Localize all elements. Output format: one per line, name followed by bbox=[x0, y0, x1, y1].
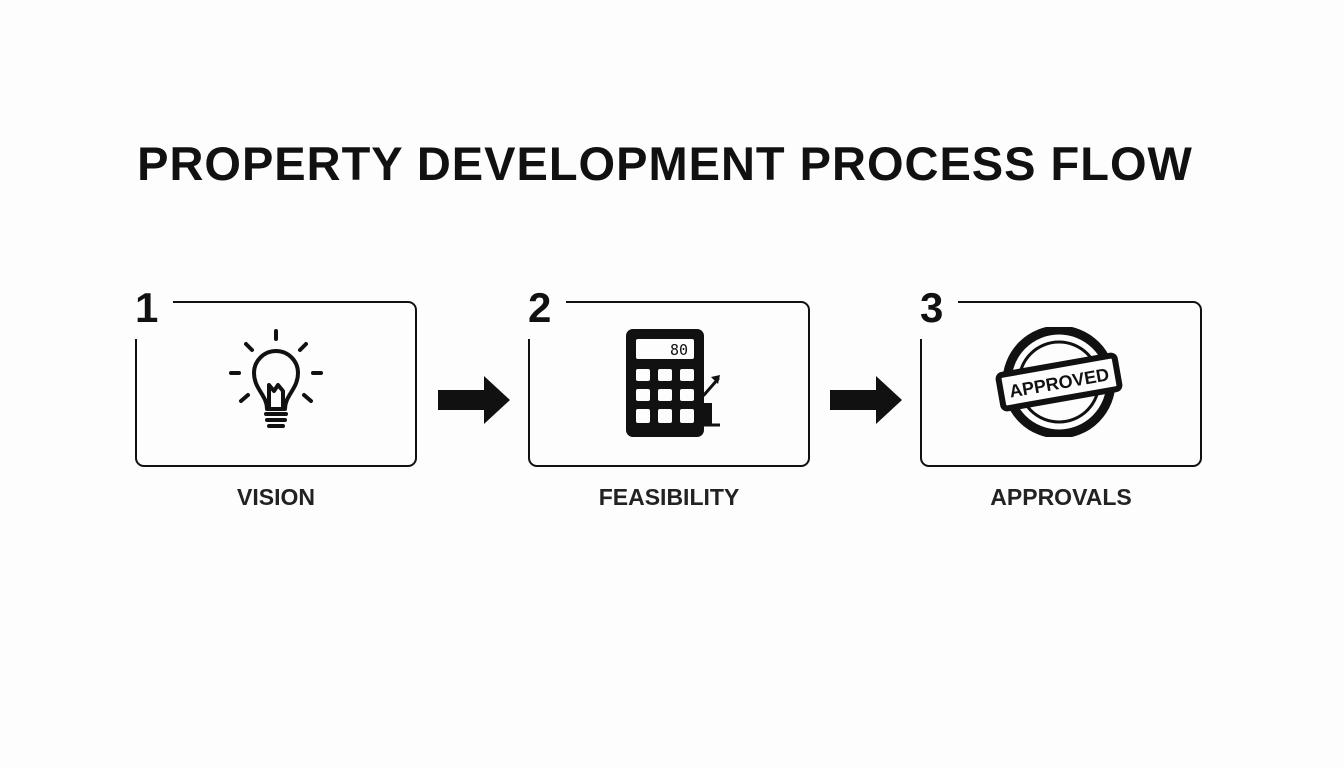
step-approvals: 3 APPROVED APPROVALS bbox=[914, 283, 1210, 513]
step-label: APPROVALS bbox=[990, 484, 1132, 510]
arrow-right-icon bbox=[438, 376, 510, 424]
step-number: 3 bbox=[920, 284, 944, 331]
lightbulb-icon bbox=[229, 329, 323, 428]
step-number: 1 bbox=[135, 284, 159, 331]
approved-stamp-icon: APPROVED bbox=[995, 327, 1123, 437]
step-feasibility: 2 80 FEASIBILITY bbox=[522, 283, 818, 513]
step-label: FEASIBILITY bbox=[598, 484, 740, 510]
step-vision: 1 VISION bbox=[129, 283, 425, 513]
calculator-icon: 80 bbox=[626, 329, 720, 437]
page-title: PROPERTY DEVELOPMENT PROCESS FLOW bbox=[137, 137, 1193, 190]
step-number: 2 bbox=[528, 284, 552, 331]
step-label: VISION bbox=[237, 484, 315, 510]
step-box bbox=[135, 301, 417, 467]
calculator-display-value: 80 bbox=[670, 341, 688, 359]
arrow-right-icon bbox=[830, 376, 902, 424]
